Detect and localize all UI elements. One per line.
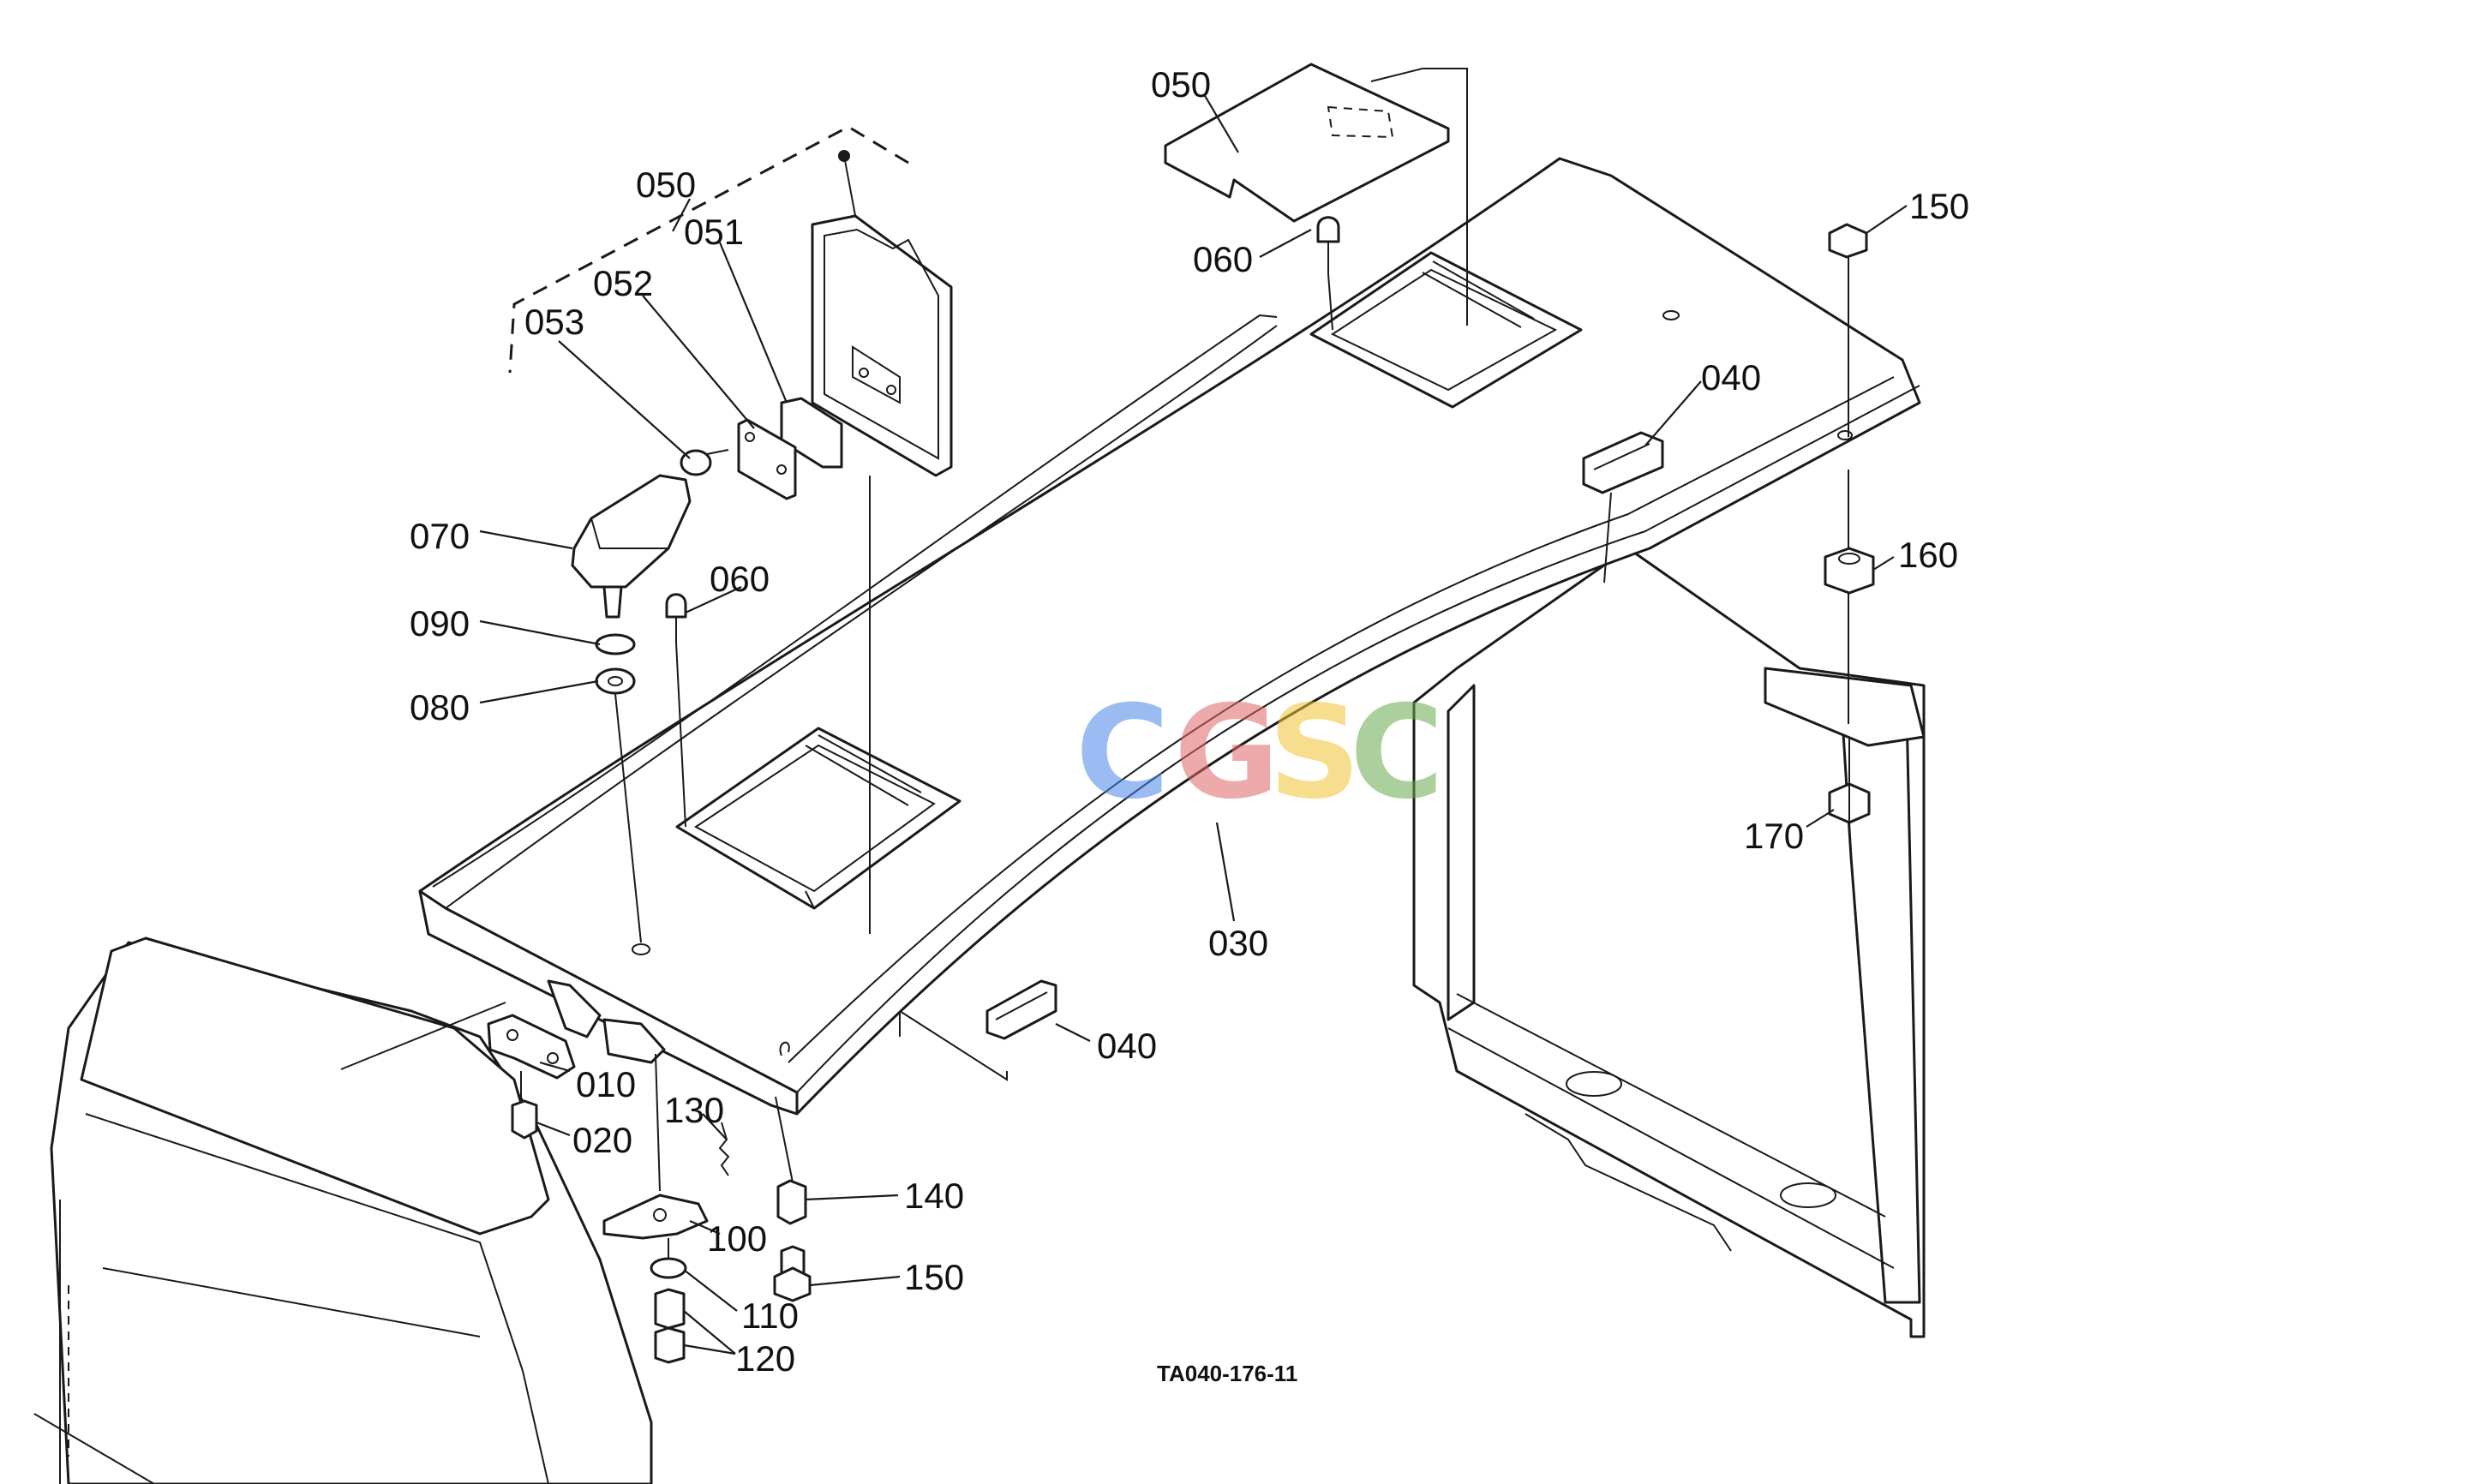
label-080: 080 [410,687,470,727]
watermark-letter-3: S [1268,679,1361,828]
label-020: 020 [572,1120,632,1160]
part-labels: 050 050 051 052 053 060 060 070 090 080 … [410,64,1969,1386]
label-030: 030 [1208,923,1268,963]
label-052: 052 [593,263,653,303]
label-010: 010 [576,1064,636,1104]
label-050-top: 050 [1151,64,1211,105]
label-053: 053 [524,302,584,342]
roof-panel [418,157,1921,1116]
label-120: 120 [735,1338,795,1379]
drawing-code: TA040-176-11 [1157,1361,1297,1386]
watermark-letter-2: G [1174,679,1279,828]
label-150-bottom: 150 [904,1257,964,1297]
label-130: 130 [664,1090,724,1130]
right-fasteners [899,223,1875,1081]
label-050-left: 050 [636,165,696,205]
label-051: 051 [684,212,744,252]
label-110: 110 [741,1296,799,1336]
watermark-letter-4: C [1350,679,1444,828]
bottom-hinge-hardware [340,979,812,1364]
label-170: 170 [1744,816,1804,856]
hatch-cover-top [1164,63,1468,326]
cab-frame-right [1412,547,1926,1338]
knob-and-washers [571,216,1340,943]
front-bonnet [33,936,653,1484]
label-100: 100 [707,1218,767,1259]
watermark-logo: C G S C [1075,679,1444,828]
label-060-top: 060 [1193,239,1253,279]
label-070: 070 [410,516,470,556]
label-060-left: 060 [710,559,770,599]
label-140: 140 [904,1176,964,1216]
leader-lines [479,93,1908,1355]
label-040-bottom: 040 [1097,1026,1157,1066]
label-150-top: 150 [1909,186,1969,226]
label-090: 090 [410,603,470,643]
label-160: 160 [1898,535,1958,575]
label-040-right: 040 [1701,357,1761,398]
watermark-letter-1: C [1075,679,1170,828]
